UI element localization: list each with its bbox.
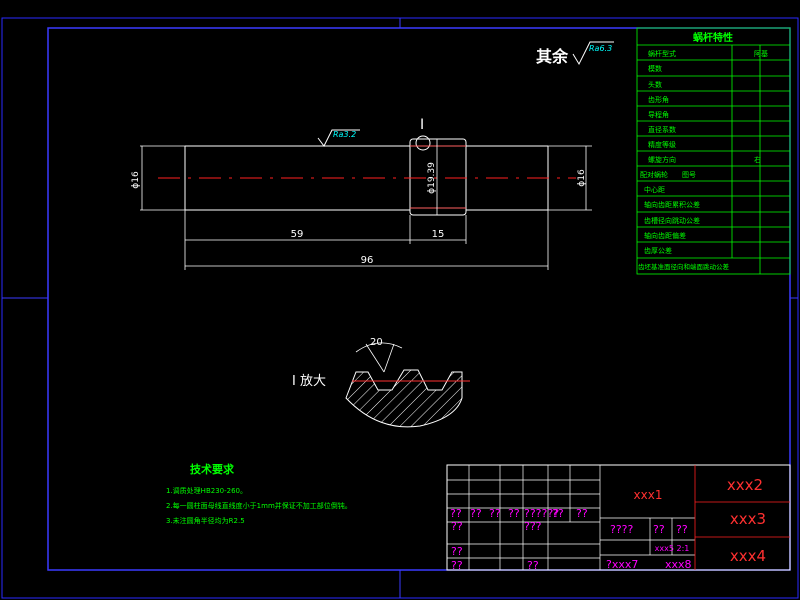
roughness-note-prefix: 其余 xyxy=(536,47,569,66)
param-label: 齿坯基准面径向和端面跳动公差 xyxy=(638,262,730,271)
tech-req-item: 2.每一圆柱面母线直线度小于1mm并保证不加工部位倒钝。 xyxy=(166,501,352,510)
param-table-title: 蜗杆特性 xyxy=(693,31,733,44)
param-label: 齿形角 xyxy=(648,95,669,104)
param-value: 右 xyxy=(754,155,761,164)
detail-angle: 20 xyxy=(370,337,383,348)
param-label: 配对蜗轮 xyxy=(640,170,668,179)
tech-req-title: 技术要求 xyxy=(190,462,235,476)
param-label: 模数 xyxy=(648,64,662,73)
svg-text:??????: ?????? xyxy=(524,507,559,520)
param-label: 头数 xyxy=(648,80,662,89)
param-value: 阿基 xyxy=(754,49,768,58)
svg-text:??: ?? xyxy=(451,520,463,533)
svg-text:??: ?? xyxy=(451,559,463,572)
param-table-grid xyxy=(636,27,791,275)
title-block-code2: xxx2 xyxy=(727,476,763,494)
param-label: 中心距 xyxy=(644,185,665,194)
svg-text:Ra3.2: Ra3.2 xyxy=(333,130,356,139)
title-block-footer-left: ?xxx7 xyxy=(606,558,638,571)
svg-text:??: ?? xyxy=(450,507,462,520)
frame-ticks xyxy=(2,18,798,598)
tech-req-item: 3.未注圆角半径均为R2.5 xyxy=(166,516,245,525)
roughness-symbol-global: Ra6.3 xyxy=(572,41,614,66)
svg-text:??: ?? xyxy=(676,523,688,536)
svg-text:??: ?? xyxy=(576,507,588,520)
section-mark: I xyxy=(420,117,424,133)
param-label: 螺旋方向 xyxy=(648,155,676,164)
outer-frame xyxy=(1,17,799,599)
title-block-name: xxx1 xyxy=(634,488,663,502)
detail-label: I 放大 xyxy=(292,374,326,389)
title-block-grid xyxy=(446,464,791,571)
svg-text:??: ?? xyxy=(653,523,665,536)
dim-lengths xyxy=(184,210,549,270)
detail-view xyxy=(345,342,470,428)
svg-text:??: ?? xyxy=(552,507,564,520)
param-value: 图号 xyxy=(682,171,696,179)
svg-text:??: ?? xyxy=(489,507,501,520)
param-label: 轴向齿距偏差 xyxy=(644,231,686,240)
svg-text:??: ?? xyxy=(470,507,482,520)
svg-text:??: ?? xyxy=(451,545,463,558)
svg-text:Ra6.3: Ra6.3 xyxy=(589,44,612,53)
param-label: 齿厚公差 xyxy=(644,246,672,255)
title-block-footer-right: xxx8 xyxy=(665,558,692,571)
dim-96: 96 xyxy=(361,255,374,266)
inner-frame xyxy=(47,27,791,571)
param-label: 齿槽径向跳动公差 xyxy=(644,216,700,225)
detail-circle xyxy=(415,135,431,151)
param-label: 直径系数 xyxy=(648,125,676,134)
dim-59: 59 xyxy=(291,229,304,240)
shaft-outline xyxy=(184,138,549,216)
title-block-marks: ?? ?? ?? ?? ?????? ?? ?? ?? ??? ???? ?? … xyxy=(450,507,688,572)
title-block-code4: xxx4 xyxy=(730,547,766,565)
title-block-code3: xxx3 xyxy=(730,510,766,528)
roughness-symbol-shaft: Ra3.2 xyxy=(317,129,360,147)
svg-text:???: ??? xyxy=(524,520,542,533)
tech-req-item: 1.调质处理HB230-260。 xyxy=(166,486,247,495)
title-block-scale: xxx5 2:1 xyxy=(655,544,690,553)
param-label: 轴向齿距累积公差 xyxy=(644,200,700,209)
param-label: 精度等级 xyxy=(648,140,676,149)
svg-text:????: ???? xyxy=(610,523,634,536)
dim-15: 15 xyxy=(432,229,445,240)
dim-left-dia-text: ϕ16 xyxy=(131,171,141,189)
svg-text:??: ?? xyxy=(527,559,539,572)
dim-left-dia xyxy=(140,145,185,211)
dim-right-dia xyxy=(548,145,592,211)
param-label: 蜗杆型式 xyxy=(648,49,676,58)
dim-mid-dia-text: ϕ19.39 xyxy=(427,162,437,194)
dim-right-dia-text: ϕ16 xyxy=(577,169,587,187)
svg-text:??: ?? xyxy=(508,507,520,520)
param-table-rows: 蜗杆型式 阿基 模数 头数 齿形角 导程角 直径系数 精度等级 螺旋方向 右 配… xyxy=(638,49,768,271)
param-label: 导程角 xyxy=(648,110,669,119)
